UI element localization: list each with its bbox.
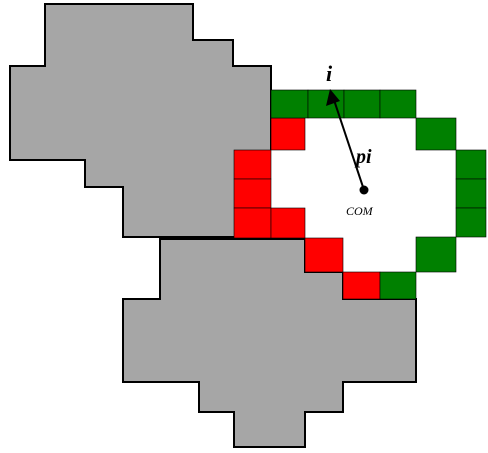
green-cell <box>343 89 381 119</box>
pi-vector-arrowhead <box>326 89 340 106</box>
label-i: i <box>326 61 333 86</box>
red-cell <box>233 178 272 209</box>
com-point <box>359 185 369 195</box>
free-boundary-cells <box>270 89 487 300</box>
green-cell <box>379 89 417 119</box>
red-cell <box>304 237 344 273</box>
red-cell <box>342 271 381 300</box>
pi-vector-line <box>333 99 365 191</box>
red-cell <box>270 117 306 151</box>
label-com: COM <box>346 204 374 218</box>
green-cell <box>455 207 487 238</box>
green-cell <box>270 89 309 119</box>
red-cell <box>270 207 306 239</box>
red-cell <box>233 207 272 239</box>
label-pi: pi <box>354 146 372 168</box>
green-cell <box>455 178 487 209</box>
red-cell <box>233 149 272 180</box>
green-cell <box>415 236 457 273</box>
green-cell <box>379 271 417 300</box>
adjacent-boundary-cells <box>233 117 381 300</box>
green-cell <box>415 117 457 151</box>
gray-region-upper <box>9 3 272 238</box>
green-cell <box>455 149 487 180</box>
